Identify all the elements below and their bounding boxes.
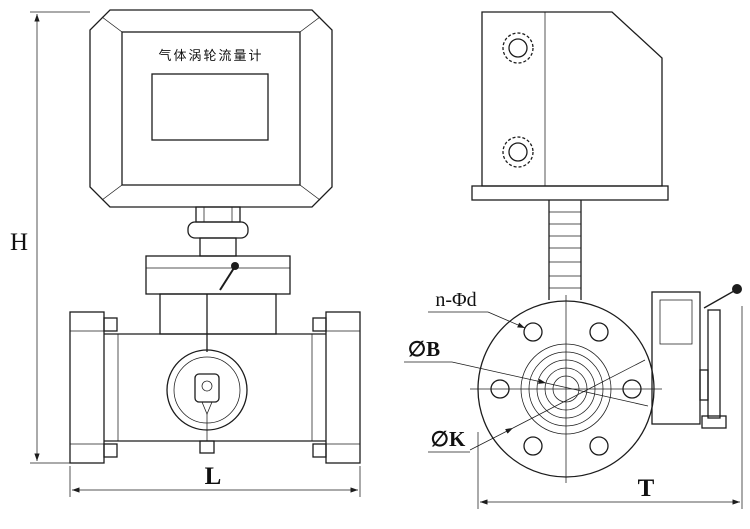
- valve-handle-assembly: [651, 284, 742, 429]
- annotation-bolt-holes: n-Φd: [428, 289, 526, 329]
- head-neck: [187, 206, 249, 257]
- side-view: n-Φd ∅B ∅K T: [404, 11, 743, 509]
- bolt-holes: [490, 322, 642, 456]
- diameter-k-label: ∅K: [431, 427, 466, 451]
- flange-face: [470, 295, 662, 483]
- diameter-b-label: ∅B: [408, 337, 440, 361]
- dimension-width: T: [477, 306, 743, 509]
- right-flange: [325, 311, 361, 464]
- side-head: [471, 11, 669, 201]
- device-title: 气体涡轮流量计: [158, 48, 263, 63]
- left-flange: [69, 311, 105, 464]
- length-label: L: [205, 463, 222, 490]
- display-head: 气体涡轮流量计: [89, 9, 333, 208]
- bolt-holes-label: n-Φd: [435, 289, 476, 311]
- hand-lever: [703, 284, 742, 309]
- height-label: H: [10, 229, 28, 256]
- cable-gland-top: [502, 32, 534, 64]
- side-neck: [548, 200, 582, 300]
- annotation-diameter-k: ∅K: [428, 359, 646, 453]
- annotation-diameter-b: ∅B: [404, 337, 649, 407]
- lcd-window: [151, 73, 269, 141]
- turbine-housing: [166, 349, 248, 454]
- cable-gland-bottom: [502, 136, 534, 168]
- front-view: 气体涡轮流量计: [10, 9, 361, 497]
- width-label: T: [638, 475, 655, 502]
- dimension-height: H: [10, 11, 90, 464]
- drain-plug: [199, 440, 215, 454]
- small-lever: [219, 262, 239, 291]
- pipe-section: [69, 311, 361, 464]
- dimension-length: L: [69, 463, 361, 497]
